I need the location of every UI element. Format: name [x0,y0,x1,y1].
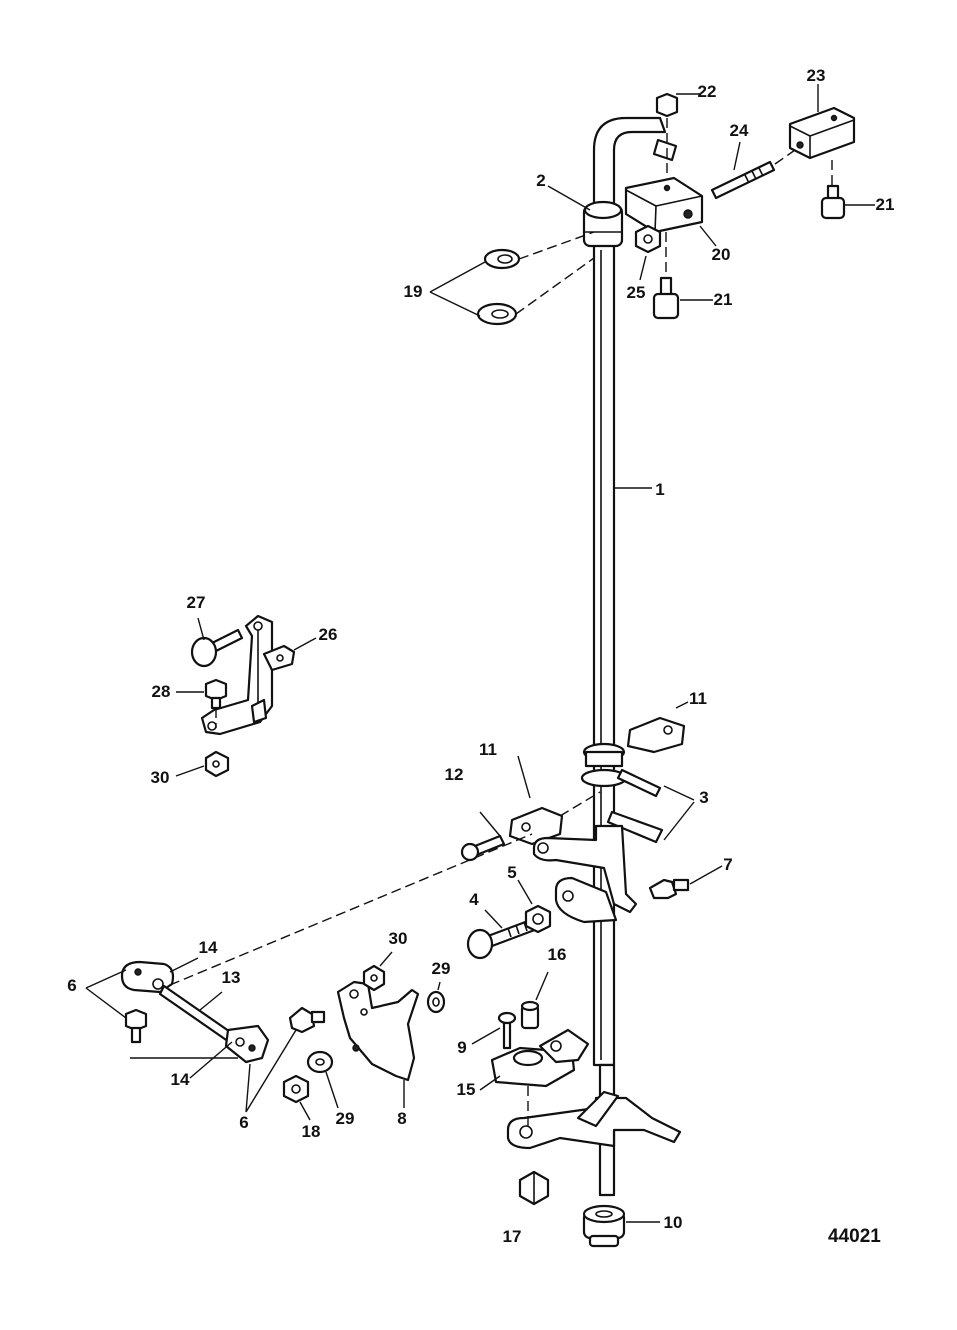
washer-29-lower [306,1050,339,1109]
cam-block [479,1028,590,1130]
callout-c7: 7 [723,855,732,874]
callout-c29a: 29 [432,959,451,978]
link-rod [120,833,533,1079]
callout-c28: 28 [152,682,171,701]
washer-29-upper [426,981,446,1014]
callout-c11b: 11 [479,740,497,759]
callout-c3: 3 [699,788,708,807]
screws-6-left [85,969,238,1059]
callout-c21a: 21 [876,195,895,214]
callout-c25: 25 [627,283,646,302]
callout-c29b: 29 [336,1109,355,1128]
ball-stud [648,865,723,900]
callout-c30b: 30 [151,768,170,787]
callout-c1: 1 [655,480,664,499]
clamp-left [460,755,601,862]
callout-c15: 15 [457,1080,476,1099]
plug-16 [520,971,549,1030]
bracket-26 [200,614,317,736]
clamp-collar [580,701,695,844]
callout-c19: 19 [404,282,423,301]
cam-plate [336,980,420,1108]
nut-30-upper [362,951,393,992]
callout-c16: 16 [548,945,567,964]
callout-c12: 12 [445,765,464,784]
nut-30-lower [175,750,230,778]
nut-side [634,224,662,254]
callout-c8: 8 [397,1109,406,1128]
leader-lines [547,84,819,489]
callout-c2: 2 [536,171,545,190]
bushing-top [582,200,624,248]
callout-c20: 20 [712,245,731,264]
callout-c5: 5 [507,863,516,882]
callout-c24: 24 [730,121,749,140]
callout-c13: 13 [222,968,241,987]
callout-c18: 18 [302,1122,321,1141]
throttle-arm-upper [532,824,638,924]
callout-c26: 26 [319,625,338,644]
callout-c6a: 6 [67,976,76,995]
callout-c23: 23 [807,66,826,85]
nut-5 [517,879,552,934]
callout-c14a: 14 [199,938,218,957]
callout-c10: 10 [664,1213,683,1232]
threaded-rod [710,149,796,200]
nut-17 [518,1170,550,1206]
callout-c4: 4 [469,890,479,909]
swivel-block [624,176,704,234]
callout-c14b: 14 [171,1070,190,1089]
lower-arm [506,1090,682,1150]
nut-18 [282,1074,311,1121]
callout-c21b: 21 [714,290,733,309]
nut-top [655,92,679,175]
callout-c30a: 30 [389,929,408,948]
stud-right [820,184,875,220]
bolt-27 [190,617,244,668]
stud-lower [652,232,713,320]
bushing-bottom [582,1204,660,1248]
callout-c6b: 6 [239,1113,248,1132]
callout-c9: 9 [457,1038,466,1057]
screw-28 [176,678,228,728]
callout-c22: 22 [698,82,717,101]
figure-number: 44021 [828,1226,881,1247]
callout-labels: 1234566789101111121314141516171819202121… [67,66,894,1246]
callout-c17: 17 [503,1227,522,1246]
callout-c27: 27 [187,593,206,612]
screw-9 [471,1011,517,1050]
end-block [788,106,856,185]
screw-6-right [245,1006,326,1113]
e-clips [429,231,595,326]
callout-c11a: 11 [689,689,707,708]
